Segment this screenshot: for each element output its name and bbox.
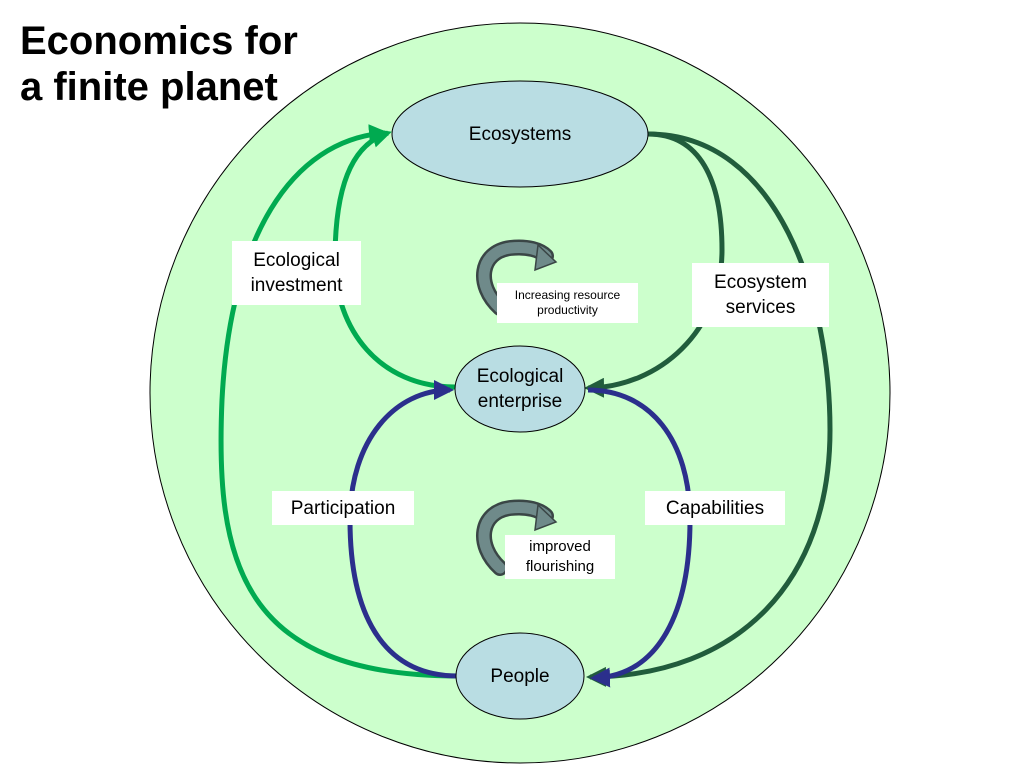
enterprise-line-1: Ecological	[476, 366, 564, 387]
ecosystem-services-label: Ecosystem services	[692, 263, 829, 327]
people-node	[455, 632, 585, 720]
title-line-2: a finite planet	[20, 65, 278, 109]
flourishing-line-1: improved	[529, 538, 591, 555]
outer-ecological-investment-arrow	[218, 124, 459, 679]
resource-productivity-cycle-icon	[476, 239, 558, 316]
outer-ecosystem-services-arrow	[586, 131, 833, 687]
participation-label: Participation	[272, 491, 414, 525]
resource-productivity-label: Increasing resource productivity	[497, 283, 638, 323]
page-title: Economics for a finite planet	[20, 18, 400, 110]
flourishing-label: improved flourishing	[505, 535, 615, 579]
investment-line-2: investment	[250, 275, 343, 296]
services-line-1: Ecosystem	[714, 272, 807, 293]
people-label: People	[490, 666, 550, 687]
ecosystems-label: Ecosystems	[468, 124, 572, 145]
capabilities-label: Capabilities	[645, 491, 785, 525]
flourishing-cycle-icon	[476, 499, 558, 576]
services-line-2: services	[725, 297, 796, 318]
ecological-enterprise-label: Ecological enterprise	[445, 364, 595, 414]
ecological-investment-label: Ecological investment	[232, 241, 361, 305]
investment-line-1: Ecological	[253, 250, 340, 271]
ecosystems-node	[391, 80, 649, 188]
flourishing-line-2: flourishing	[525, 558, 595, 575]
productivity-line-2: productivity	[537, 303, 598, 317]
productivity-line-1: Increasing resource	[514, 288, 621, 302]
enterprise-line-2: enterprise	[477, 391, 563, 412]
title-line-1: Economics for	[20, 19, 298, 63]
ecosystem-services-arrow	[584, 131, 725, 398]
ecological-enterprise-node	[454, 345, 586, 433]
